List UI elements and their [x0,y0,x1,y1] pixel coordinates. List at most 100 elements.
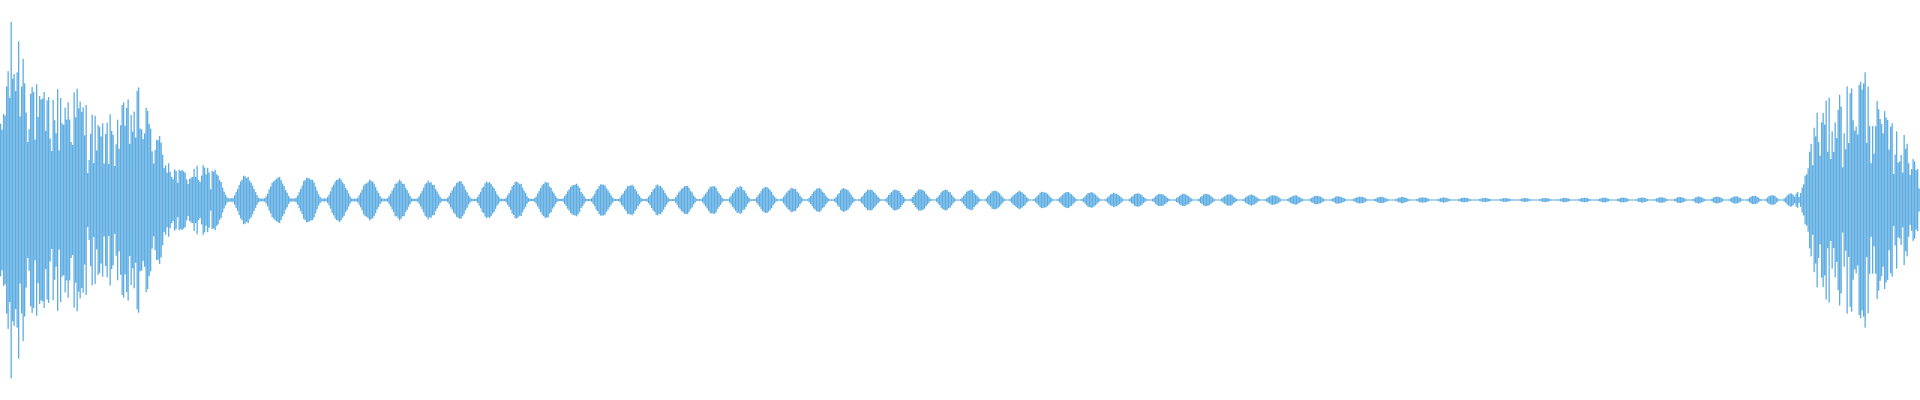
waveform-bar [78,108,80,292]
waveform-bar [267,193,269,207]
waveform-bar [1486,198,1488,202]
waveform-bar [271,182,273,218]
waveform-bar [508,192,510,208]
waveform-bar [622,193,624,207]
waveform-bar [472,198,474,202]
waveform-bar [1822,113,1824,287]
waveform-bar [1161,194,1163,206]
waveform-bar [900,193,902,207]
waveform-bar [463,186,465,214]
waveform-bar [976,195,978,205]
waveform-bar [30,93,32,307]
waveform-bar [769,190,771,210]
waveform-bar [1203,194,1205,206]
waveform-bar [633,186,635,214]
waveform-bar [1746,199,1748,201]
waveform-bar [1528,198,1530,202]
waveform-bar [310,179,312,221]
waveform-bar [1896,131,1898,269]
waveform-bar [208,172,210,228]
waveform-bar [1563,197,1565,203]
waveform-bar [1347,199,1349,201]
waveform-bar [1866,142,1868,258]
waveform-bar [253,189,255,211]
waveform-bar [1726,199,1728,201]
waveform-bar [1740,198,1742,202]
waveform-bar [1200,197,1202,204]
waveform-bar [33,91,35,309]
waveform-bar [744,190,746,210]
waveform-bar [103,163,105,237]
waveform-bar [409,195,411,204]
waveform-bar [981,199,983,201]
waveform-bar [225,194,227,206]
waveform-bar [945,189,947,211]
waveform-bar [1624,197,1626,203]
waveform-bar [898,191,900,209]
waveform-bar [1491,199,1493,201]
waveform-bar [1465,197,1467,203]
waveform-bar [880,199,882,201]
waveform-bar [766,187,768,213]
waveform-bar [1302,199,1304,202]
waveform-bar [516,181,518,219]
waveform-bar [1123,199,1125,201]
waveform-bar [154,149,156,251]
waveform-bar [433,184,435,216]
waveform-bar [1888,149,1890,251]
waveform-bar [1408,199,1410,201]
waveform-bar [1137,193,1139,207]
waveform-bar [799,195,801,205]
waveform-bar [178,169,180,231]
waveform-bar [1257,198,1259,202]
waveform-bar [1014,194,1016,206]
waveform-bar [1891,123,1893,277]
waveform-bar [327,196,329,204]
waveform-bar [909,199,911,201]
waveform-bar [1057,199,1059,201]
waveform-bar [151,151,153,249]
waveform-bar [1008,199,1010,201]
waveform-bar [345,188,347,213]
waveform-bar [1405,197,1407,203]
waveform-bar [1107,197,1109,203]
waveform-bar [862,195,864,205]
waveform-bar [646,198,648,202]
waveform-bar [1552,199,1554,201]
waveform-bar [262,198,264,202]
waveform-bar [193,168,195,232]
waveform-bar [372,181,374,219]
waveform-bar [1149,199,1151,201]
waveform-bar [663,190,665,210]
waveform-bar [1005,199,1007,201]
waveform-bar [1087,193,1089,207]
waveform-bar [1693,198,1695,202]
waveform-bar [1722,198,1724,202]
waveform-bar [1641,197,1643,203]
waveform-bar [519,184,521,216]
waveform-bar [1138,193,1140,207]
waveform-bar [564,196,566,205]
waveform-bar [1111,194,1113,206]
waveform-bar [600,184,602,216]
waveform-bar [321,198,323,202]
waveform-bar [115,144,117,256]
waveform-bar [148,123,150,277]
waveform-bar [745,193,747,207]
waveform-bar [1303,199,1305,201]
waveform-bar [1504,198,1506,202]
waveform-bar [1032,199,1034,201]
waveform-bar [381,198,383,202]
waveform-bar [1626,198,1628,202]
waveform-bar [694,197,696,203]
waveform-bar [589,199,591,202]
waveform-bar [339,177,341,223]
waveform-bar [871,190,873,210]
waveform-bar [736,187,738,213]
waveform-bar [706,191,708,209]
waveform-bar [150,128,152,272]
waveform-bar [576,183,578,217]
waveform-bar [723,199,725,201]
waveform-bar [1285,199,1287,201]
